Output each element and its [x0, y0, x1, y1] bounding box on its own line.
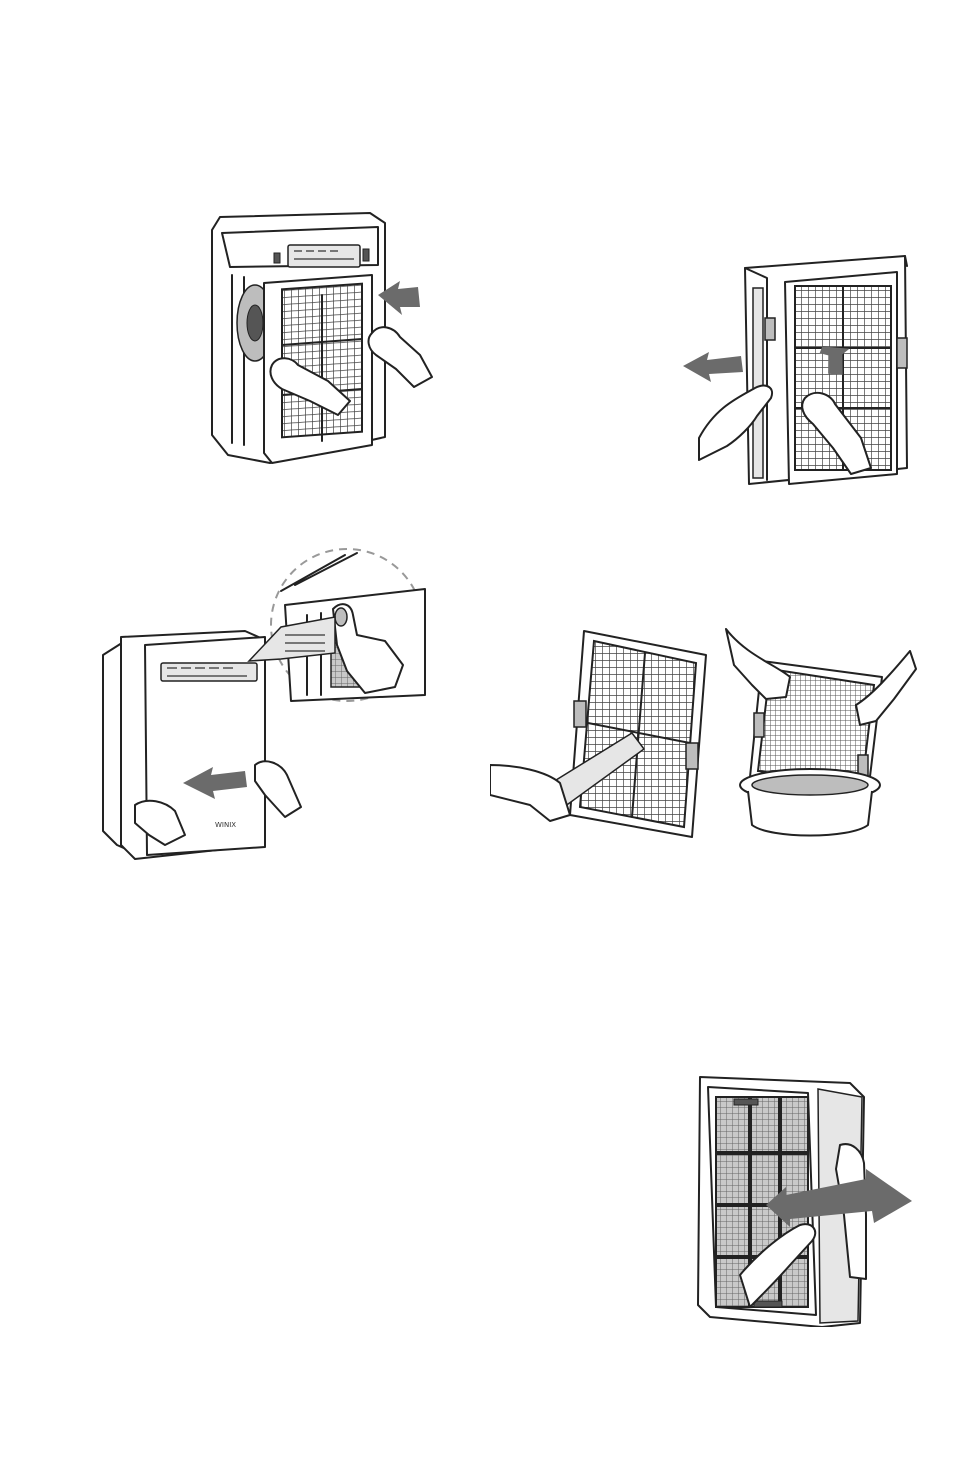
hand-icon [490, 765, 570, 821]
separate-filter-frames-illustration [675, 248, 915, 490]
separate-filter-svg [675, 248, 915, 490]
insert-filter-svg [200, 205, 440, 470]
clean-filter-illustration [490, 625, 920, 840]
arrow-icon [683, 352, 743, 382]
clean-filter-svg [490, 625, 920, 840]
brand-mark-text: WINIX [215, 821, 236, 829]
release-filter-illustration [690, 1065, 920, 1327]
insert-filter-illustration [200, 205, 440, 470]
attach-panel-svg: WINIX [95, 545, 430, 870]
attach-front-panel-illustration: WINIX [95, 545, 430, 870]
release-filter-svg [690, 1065, 920, 1327]
